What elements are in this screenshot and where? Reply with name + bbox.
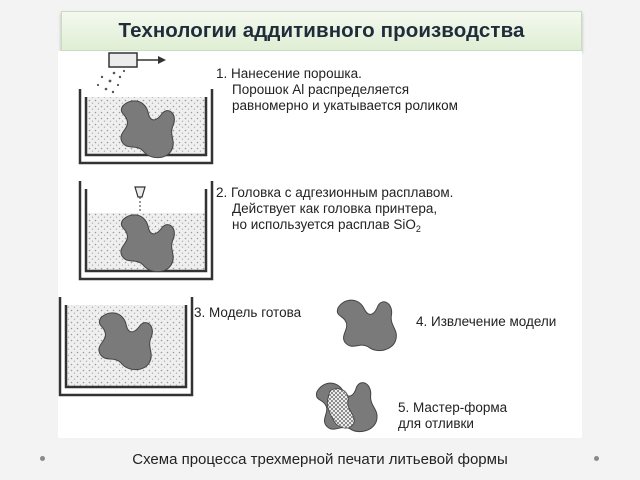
step2-container	[78, 181, 214, 281]
step1-line2: Порошок Al распределяется	[232, 82, 410, 97]
step2-text: 2. Головка с адгезионным расплавом. Дейс…	[216, 185, 453, 237]
step3-text: 3. Модель готова	[194, 305, 301, 321]
print-head	[134, 186, 146, 198]
step3-line1: 3. Модель готова	[194, 305, 302, 320]
step2-subscript: 2	[415, 224, 421, 234]
slide-title-bar: Технологии аддитивного производства	[61, 11, 582, 51]
bullet-dot-left	[40, 456, 45, 461]
step2-line3: но используется расплав SiO	[232, 217, 416, 232]
step3-illustration	[58, 297, 194, 397]
step2-illustration	[78, 181, 214, 281]
process-diagram	[58, 52, 399, 438]
step2-line3-wrap: но используется расплав SiO2	[216, 217, 453, 237]
step2-line1: 2. Головка с адгезионным расплавом.	[216, 185, 454, 200]
step2-line2: Действует как головка принтера,	[232, 201, 438, 216]
step5-line2: для отливки	[398, 416, 474, 431]
step1-illustration	[78, 52, 214, 165]
powder-hopper	[108, 52, 138, 68]
step1-line3: равномерно и укатывается роликом	[232, 98, 458, 113]
step3-container	[58, 297, 194, 397]
step4-line1: 4. Извлечение модели	[416, 314, 557, 329]
step5-illustration	[314, 375, 380, 438]
step5-line1: 5. Мастер-форма	[398, 400, 508, 415]
step5-text: 5. Мастер-форма для отливки	[398, 400, 507, 432]
hopper-arrow-head	[158, 56, 166, 64]
falling-powder	[96, 69, 126, 94]
step4-text: 4. Извлечение модели	[416, 314, 556, 330]
step1-container	[78, 89, 214, 165]
step1-line1: 1. Нанесение порошка.	[216, 66, 362, 81]
step5-mold-cavity	[327, 388, 355, 429]
figure-caption: Схема процесса трехмерной печати литьево…	[132, 451, 508, 468]
step1-text: 1. Нанесение порошка. Порошок Al распред…	[216, 66, 458, 114]
step4-extracted-model	[335, 295, 399, 356]
slide-title: Технологии аддитивного производства	[118, 19, 525, 42]
process-figure: 1. Нанесение порошка. Порошок Al распред…	[58, 51, 582, 438]
bullet-dot-right	[594, 456, 599, 461]
